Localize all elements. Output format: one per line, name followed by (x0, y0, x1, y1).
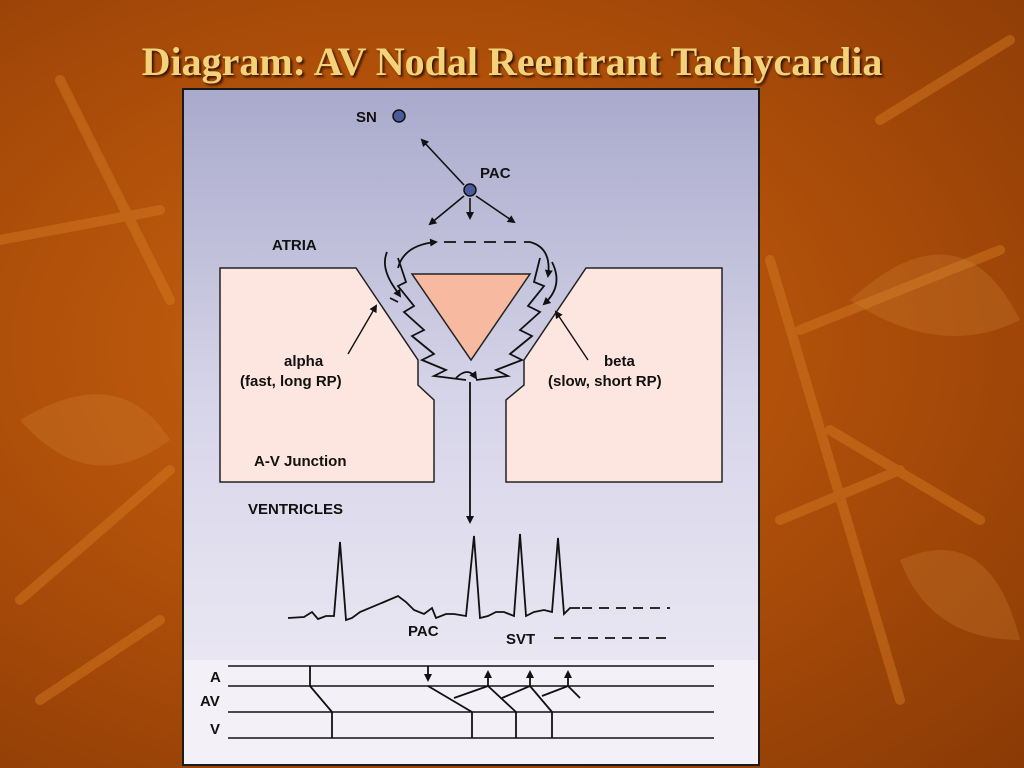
beta-sub-label: (slow, short RP) (548, 373, 662, 390)
left-junction-block (219, 267, 435, 483)
ladder-conduction (309, 666, 581, 738)
pac-top-label: PAC (480, 165, 511, 182)
alpha-pathway (396, 257, 467, 381)
alpha-sub-label: (fast, long RP) (240, 373, 342, 390)
beta-pathway (475, 257, 546, 381)
ecg-trace (287, 533, 580, 622)
his-conduction (455, 370, 478, 524)
avnrt-diagram-panel: SN PAC ATRIA (182, 88, 760, 766)
pac-ecg-label: PAC (408, 623, 439, 640)
pathway-pointers (347, 304, 589, 361)
ventricles-label: VENTRICLES (248, 501, 343, 518)
alpha-label: alpha (284, 353, 324, 370)
beta-label: beta (604, 353, 636, 370)
ladder-av-label: AV (200, 693, 220, 710)
sn-label: SN (356, 109, 377, 126)
pac-node (463, 183, 477, 197)
av-junction-label: A-V Junction (254, 453, 347, 470)
svt-label: SVT (506, 631, 535, 648)
avnrt-diagram: SN PAC ATRIA (184, 90, 758, 764)
ladder-v-label: V (210, 721, 220, 738)
sn-node (392, 109, 406, 123)
atria-label: ATRIA (272, 237, 317, 254)
ladder-a-label: A (210, 669, 221, 686)
slide-title: Diagram: AV Nodal Reentrant Tachycardia (141, 39, 883, 84)
ladder-grid (228, 665, 714, 739)
pac-arrows (420, 138, 516, 226)
reentry-loop (384, 238, 558, 306)
right-junction-block (505, 267, 723, 483)
av-node-triangle (410, 273, 532, 362)
